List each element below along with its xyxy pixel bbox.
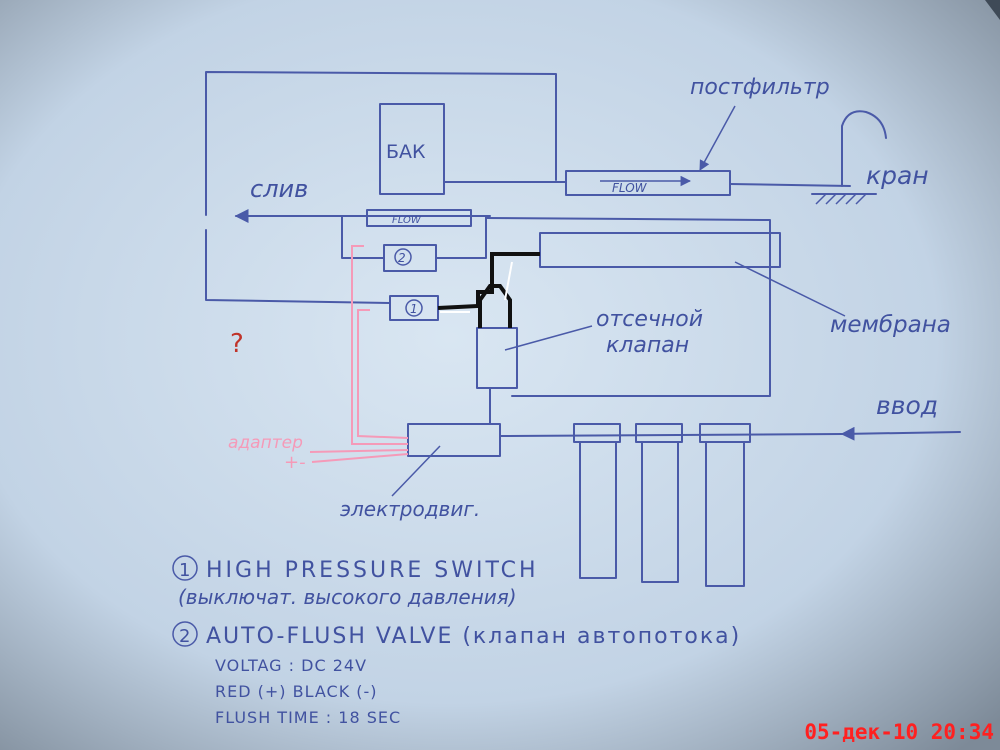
- postfilter-flow-text: FLOW: [612, 181, 648, 195]
- tank-label: БАК: [386, 141, 426, 163]
- shutoff-valve-label-2: клапан: [606, 333, 689, 358]
- drain-label: слив: [250, 175, 308, 203]
- legend-item2-circle: [172, 621, 198, 647]
- legend-item1-note: (выключат. высокого давления): [178, 585, 517, 609]
- pink-wire-adapter: [309, 449, 409, 463]
- legend-voltage: VOLTAG : DC 24V: [215, 656, 367, 675]
- faucet-icon: [841, 110, 887, 187]
- motor-box: [407, 423, 501, 457]
- postfilter-label: постфильтр: [690, 75, 830, 100]
- added-pipe-black: [437, 252, 540, 328]
- membrane-label: мембрана: [830, 312, 951, 338]
- membrane-pointer: [734, 261, 846, 317]
- photo-timestamp: 05-дек-10 20:34: [804, 720, 994, 744]
- faucet-label: кран: [866, 161, 929, 190]
- shutoff-valve-pointer: [504, 325, 593, 351]
- added-pipe-highlight: [440, 261, 513, 313]
- faucet-ground-hatching: [815, 193, 867, 205]
- prefilter-1: [573, 423, 621, 579]
- pipe-left-return: [205, 229, 391, 304]
- inlet-label: ввод: [876, 391, 938, 420]
- membrane-outer-loop: [485, 217, 771, 397]
- legend-item1-circle: [172, 555, 198, 581]
- tank-box: [379, 103, 445, 195]
- legend-item2-title: AUTO-FLUSH VALVE (клапан автопотока): [206, 624, 741, 649]
- pipe-to-faucet: [729, 183, 851, 187]
- pipe-top-loop: [205, 71, 557, 216]
- pipe-inlet: [840, 426, 961, 441]
- motor-label: электродвиг.: [340, 497, 480, 521]
- auto-flush-valve-number: 2: [398, 251, 406, 265]
- postfilter-pointer: [699, 105, 736, 171]
- high-pressure-switch-number: 1: [410, 302, 418, 316]
- pipe-bypass: [341, 215, 487, 259]
- pipe-prefilters-to-motor: [499, 433, 843, 437]
- high-pressure-switch-number-circle: [405, 299, 423, 317]
- legend-flush-time: FLUSH TIME : 18 SEC: [215, 708, 401, 727]
- motor-pointer: [391, 445, 441, 497]
- shutoff-valve: [476, 327, 518, 389]
- adapter-label: адаптер: [228, 433, 303, 453]
- legend-polarity: RED (+) BLACK (-): [215, 682, 378, 701]
- shutoff-valve-label-1: отсечной: [596, 307, 703, 332]
- legend-item2-number: 2: [179, 626, 190, 647]
- adapter-polarity: +-: [284, 452, 306, 473]
- pink-wire-switch: [351, 245, 409, 445]
- question-mark: ?: [230, 329, 244, 359]
- prefilter-3: [699, 423, 751, 587]
- legend-item1-number: 1: [179, 560, 190, 581]
- legend: 1 HIGH PRESSURE SWITCH (выключат. высоко…: [172, 555, 741, 727]
- drain-flow-text: FLOW: [392, 215, 422, 226]
- drain-flow-restrictor: [366, 209, 472, 227]
- auto-flush-valve: [383, 244, 437, 272]
- membrane-housing: [539, 232, 781, 268]
- legend-item1-title: HIGH PRESSURE SWITCH: [206, 558, 539, 583]
- auto-flush-valve-number-circle: [394, 248, 412, 266]
- prefilter-2: [635, 423, 683, 583]
